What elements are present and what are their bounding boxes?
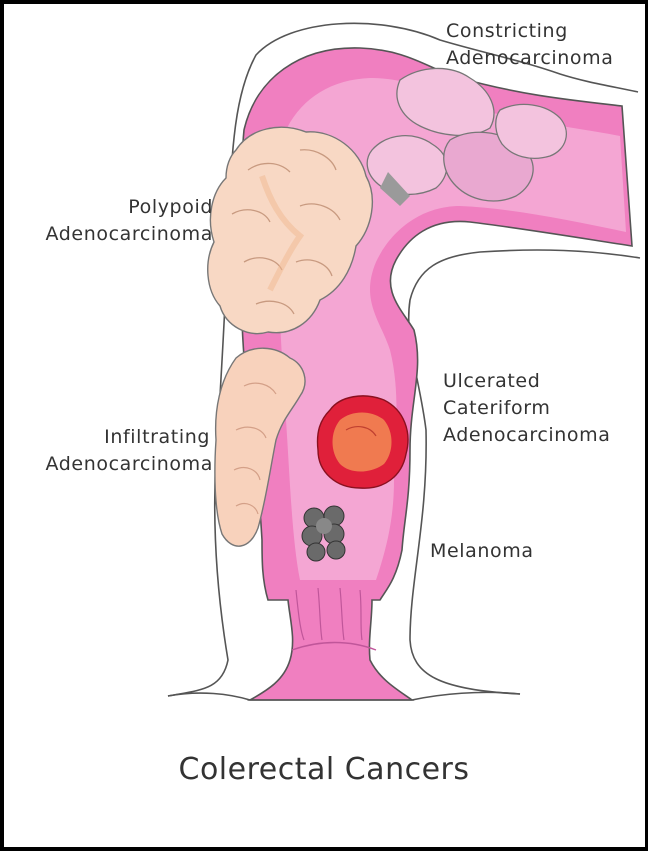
- label-ulcerated-cateriform-adenocarcinoma: Ulcerated Cateriform Adenocarcinoma: [443, 368, 611, 449]
- label-constricting-adenocarcinoma: Constricting Adenocarcinoma: [446, 18, 614, 72]
- outer-outline-right: [409, 250, 640, 694]
- ulcerated-tumor: [318, 396, 408, 488]
- label-polypoid-adenocarcinoma: Polypoid Adenocarcinoma: [100, 194, 213, 248]
- figure-title: Colerectal Cancers: [0, 752, 648, 787]
- melanoma-tumor: [302, 506, 345, 561]
- label-infiltrating-adenocarcinoma: Infiltrating Adenocarcinoma: [12, 424, 213, 478]
- label-melanoma: Melanoma: [430, 538, 534, 565]
